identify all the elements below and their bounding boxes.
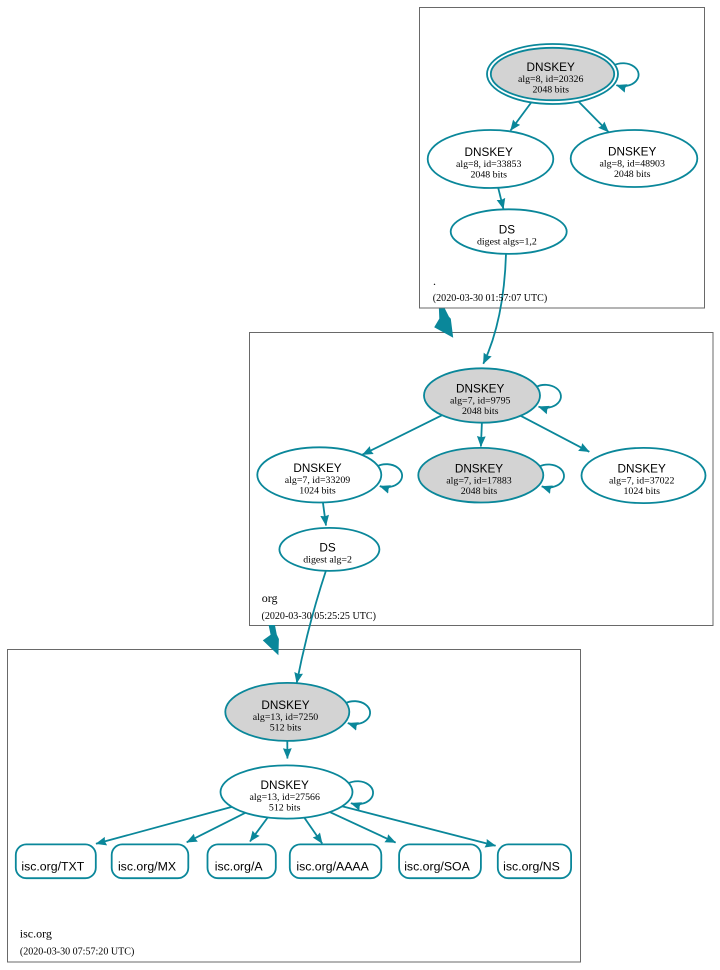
svg-text:DNSKEY: DNSKEY (455, 462, 503, 475)
svg-text:alg=7, id=9795: alg=7, id=9795 (450, 396, 511, 407)
svg-text:isc.org: isc.org (20, 927, 52, 941)
svg-text:isc.org/NS: isc.org/NS (503, 860, 560, 874)
svg-text:alg=13, id=7250: alg=13, id=7250 (253, 712, 319, 723)
svg-text:isc.org/A: isc.org/A (215, 860, 264, 874)
svg-text:alg=13, id=27566: alg=13, id=27566 (250, 792, 320, 803)
svg-text:DS: DS (319, 541, 335, 554)
svg-text:(2020-03-30 05:25:25 UTC): (2020-03-30 05:25:25 UTC) (262, 611, 376, 622)
svg-text:2048 bits: 2048 bits (461, 486, 498, 497)
svg-text:DNSKEY: DNSKEY (608, 146, 656, 159)
svg-text:alg=7, id=33209: alg=7, id=33209 (285, 475, 351, 486)
svg-text:alg=8, id=20326: alg=8, id=20326 (518, 74, 584, 85)
svg-text:512 bits: 512 bits (269, 803, 301, 814)
svg-text:1024 bits: 1024 bits (623, 486, 660, 497)
svg-text:alg=7, id=17883: alg=7, id=17883 (446, 475, 512, 486)
svg-text:DNSKEY: DNSKEY (261, 779, 309, 792)
svg-text:(2020-03-30 01:57:07 UTC): (2020-03-30 01:57:07 UTC) (433, 293, 547, 304)
svg-text:512 bits: 512 bits (270, 723, 302, 734)
svg-text:DNSKEY: DNSKEY (527, 61, 575, 74)
svg-text:DS: DS (499, 224, 515, 237)
svg-text:isc.org/SOA: isc.org/SOA (404, 860, 470, 874)
svg-text:digest algs=1,2: digest algs=1,2 (477, 237, 537, 248)
svg-text:2048 bits: 2048 bits (532, 85, 569, 96)
svg-text:2048 bits: 2048 bits (614, 169, 651, 180)
svg-text:2048 bits: 2048 bits (470, 170, 507, 181)
svg-text:(2020-03-30 07:57:20 UTC): (2020-03-30 07:57:20 UTC) (20, 947, 134, 958)
svg-text:alg=8, id=48903: alg=8, id=48903 (599, 159, 665, 170)
svg-text:alg=8, id=33853: alg=8, id=33853 (456, 159, 522, 170)
svg-text:DNSKEY: DNSKEY (293, 462, 341, 475)
svg-text:DNSKEY: DNSKEY (618, 463, 666, 476)
svg-text:1024 bits: 1024 bits (299, 486, 336, 497)
svg-text:2048 bits: 2048 bits (462, 406, 499, 417)
svg-text:.: . (433, 274, 436, 288)
svg-text:alg=7, id=37022: alg=7, id=37022 (609, 476, 675, 487)
svg-text:isc.org/TXT: isc.org/TXT (21, 860, 84, 874)
svg-text:isc.org/MX: isc.org/MX (118, 860, 176, 874)
svg-text:isc.org/AAAA: isc.org/AAAA (296, 860, 369, 874)
svg-text:digest alg=2: digest alg=2 (303, 554, 352, 565)
svg-text:DNSKEY: DNSKEY (456, 383, 504, 396)
svg-text:DNSKEY: DNSKEY (465, 146, 513, 159)
svg-text:DNSKEY: DNSKEY (261, 699, 309, 712)
svg-text:org: org (262, 591, 278, 605)
